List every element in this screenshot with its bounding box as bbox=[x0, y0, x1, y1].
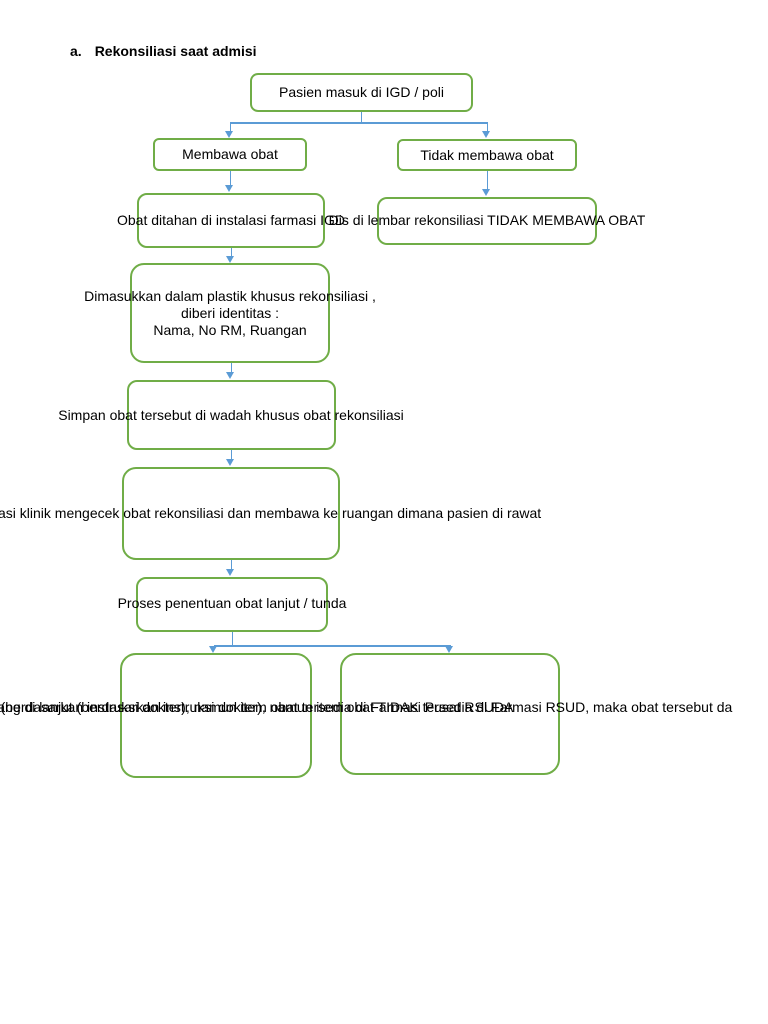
flow-box-membawa-obat: Membawa obat bbox=[153, 138, 307, 171]
flow-box-plastik bbox=[130, 263, 330, 363]
arrowhead-down-icon bbox=[226, 459, 234, 466]
arrowhead-down-icon bbox=[482, 131, 490, 138]
connector-line bbox=[230, 560, 232, 570]
flow-box-membawa-obat-label: Membawa obat bbox=[182, 146, 278, 162]
list-marker: a. bbox=[70, 43, 82, 59]
connector-line bbox=[230, 450, 232, 460]
flow-box-pasien-masuk-label: Pasien masuk di IGD / poli bbox=[279, 84, 444, 100]
flow-caption-simpan: Simpan obat tersebut di wadah khusus oba… bbox=[58, 407, 404, 423]
connector-line bbox=[229, 122, 488, 124]
flow-caption-plastik-line1: Dimasukkan dalam plastik khusus rekonsil… bbox=[84, 288, 376, 304]
arrowhead-down-icon bbox=[482, 189, 490, 196]
flow-caption-plastik: Dimasukkan dalam plastik khusus rekonsil… bbox=[84, 288, 376, 339]
flow-caption-obat-tidak-tersedia: Obat yang di lanjut (berdasarkan instruk… bbox=[0, 699, 733, 715]
flow-box-simpan bbox=[127, 380, 336, 450]
connector-line bbox=[213, 645, 450, 647]
flow-box-tidak-membawa-obat: Tidak membawa obat bbox=[397, 139, 577, 171]
arrowhead-down-icon bbox=[226, 256, 234, 263]
flow-box-dis-lembar bbox=[377, 197, 597, 245]
flow-box-pasien-masuk: Pasien masuk di IGD / poli bbox=[250, 73, 473, 112]
arrowhead-down-icon bbox=[209, 646, 217, 653]
connector-line bbox=[230, 248, 232, 257]
flow-box-proses bbox=[136, 577, 328, 632]
flow-caption-obat-lanjut-tersedia: Obat yang di lanjut (berdasarkan instruk… bbox=[0, 699, 514, 715]
flow-box-tidak-membawa-obat-label: Tidak membawa obat bbox=[420, 146, 554, 163]
connector-line bbox=[486, 122, 488, 132]
flow-caption-farmasi-klinik: asi klinik mengecek obat rekonsiliasi da… bbox=[0, 505, 542, 521]
connector-line bbox=[360, 112, 362, 122]
arrowhead-down-icon bbox=[225, 131, 233, 138]
arrowhead-down-icon bbox=[226, 372, 234, 379]
flow-caption-obat-ditahan: Obat ditahan di instalasi farmasi IGD bbox=[117, 212, 345, 228]
flow-box-obat-tidak-tersedia bbox=[340, 653, 560, 775]
flow-box-farmasi-klinik bbox=[122, 467, 340, 560]
connector-line bbox=[229, 122, 231, 132]
arrowhead-down-icon bbox=[226, 569, 234, 576]
connector-line bbox=[231, 632, 233, 645]
heading-text: Rekonsiliasi saat admisi bbox=[94, 43, 257, 59]
flow-box-obat-ditahan bbox=[137, 193, 325, 248]
flow-caption-plastik-line2: diberi identitas : bbox=[180, 305, 280, 321]
flow-box-obat-lanjut-tersedia bbox=[120, 653, 312, 778]
flow-caption-dis-lembar: Dis di lembar rekonsiliasi TIDAK MEMBAWA… bbox=[328, 212, 646, 228]
flow-caption-proses: Proses penentuan obat lanjut / tunda bbox=[117, 595, 347, 611]
flow-caption-plastik-line3: Nama, No RM, Ruangan bbox=[153, 322, 307, 338]
arrowhead-down-icon bbox=[225, 185, 233, 192]
connector-line bbox=[230, 363, 232, 373]
connector-line bbox=[229, 171, 231, 186]
connector-line bbox=[486, 171, 488, 190]
arrowhead-down-icon bbox=[445, 646, 453, 653]
section-heading: a. Rekonsiliasi saat admisi bbox=[70, 43, 257, 59]
